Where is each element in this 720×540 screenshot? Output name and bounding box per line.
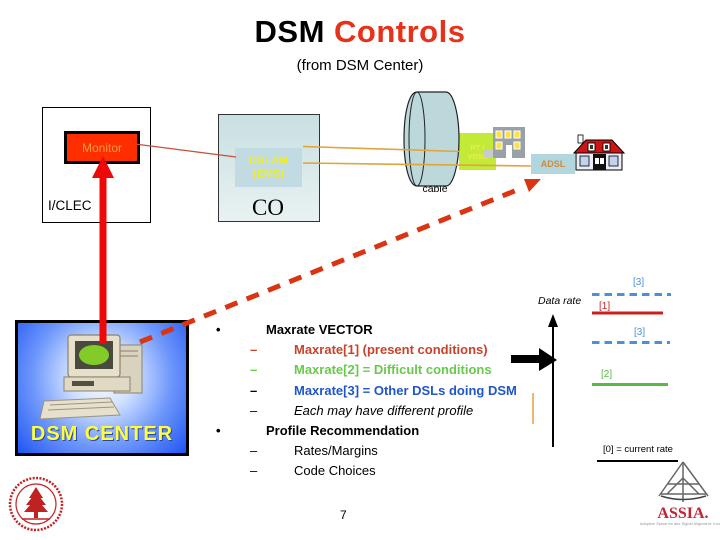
adsl-modem-box: ADSL (531, 154, 575, 174)
bullet-text: Profile Recommendation (266, 423, 420, 438)
loop-wires (302, 145, 532, 167)
black-right-arrow (511, 348, 557, 371)
title-word-controls: Controls (334, 14, 466, 49)
dslam-label-line2: (EMS) (252, 167, 285, 180)
bullet-marker: – (250, 383, 258, 398)
cable-label: cable (422, 183, 448, 195)
house-icon (572, 134, 626, 171)
red-dashed-arrow (139, 179, 541, 345)
bullet-marker: – (250, 342, 258, 357)
page-number: 7 (340, 508, 347, 522)
rate-label-3-mid: [3] (634, 327, 646, 338)
dsm-center-label: DSM CENTER (30, 423, 174, 445)
data-rate-axis-label: Data rate (538, 295, 582, 307)
rt-vdsl-box: RT / VDSL (459, 133, 496, 170)
assia-logo-tagline: Adaptive Spectrum and Signal Alignment, … (640, 522, 720, 526)
bullet-text: Maxrate VECTOR (266, 322, 373, 337)
slide-subtitle: (from DSM Center) (296, 57, 424, 74)
assia-logo-text: ASSIA. (657, 505, 709, 522)
bullet-marker: – (250, 463, 258, 478)
bullet-text: Each may have different profile (294, 403, 474, 418)
bullet-marker: • (216, 322, 221, 337)
rate-label-3-top: [3] (633, 277, 645, 288)
dslam-ems-box: DSLAM (EMS) (235, 148, 302, 187)
university-seal-icon (8, 476, 64, 532)
computer-icon (39, 334, 143, 420)
slide-title: DSM Controls (0, 14, 720, 50)
iclec-label: I/CLEC (48, 198, 92, 213)
rt-label-line2: VDSL (467, 151, 488, 161)
bullet-marker: – (250, 443, 258, 458)
bullet-marker: – (250, 362, 258, 377)
dsm-center-box: DSM CENTER (15, 320, 189, 456)
bullet-text: Rates/Margins (294, 443, 378, 458)
data-rate-axis (548, 314, 558, 447)
monitor-box: Monitor (64, 131, 140, 164)
rate-label-1: [1] (599, 301, 611, 312)
title-word-dsm: DSM (254, 14, 325, 49)
monitor-label: Monitor (81, 140, 122, 155)
rt-label-line1: RT / (470, 142, 485, 152)
bullet-marker: • (216, 423, 221, 438)
rate-label-current: [0] = current rate (603, 444, 673, 455)
bullet-text: Maxrate[2] = Difficult conditions (294, 362, 492, 377)
bullet-text: Maxrate[3] = Other DSLs doing DSM (294, 383, 517, 398)
bullet-text: Maxrate[1] (present conditions) (294, 342, 488, 357)
dslam-label-line1: DSLAM (248, 154, 289, 167)
adsl-label: ADSL (540, 159, 566, 169)
bullet-text: Code Choices (294, 463, 376, 478)
rate-label-2: [2] (601, 369, 613, 380)
cable-spool-shape (403, 91, 460, 187)
assia-tower-icon (658, 461, 709, 502)
bullet-marker: – (250, 403, 258, 418)
iclec-box (42, 107, 151, 223)
co-label: CO (252, 195, 284, 220)
